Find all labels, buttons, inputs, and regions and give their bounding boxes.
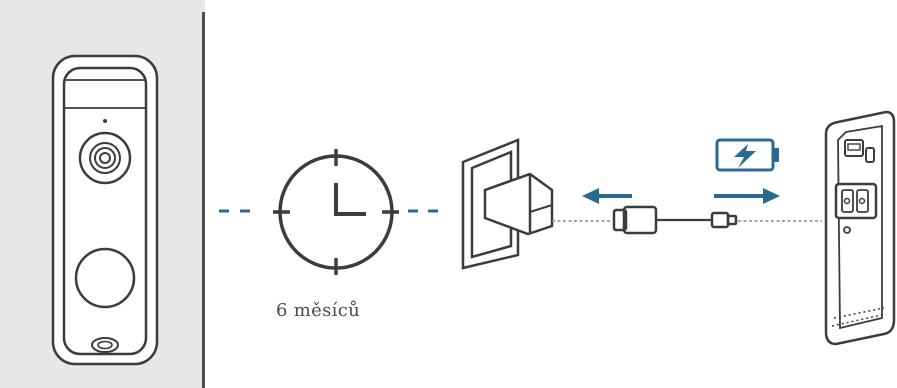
wall-socket-charger-icon (461, 138, 554, 270)
arrow-right-icon (714, 188, 780, 204)
usb-cable-icon (612, 205, 738, 235)
duration-caption: 6 měsíců (276, 300, 360, 321)
clock-icon (273, 149, 399, 275)
wall-edge-line (202, 12, 205, 388)
battery-charging-icon (715, 138, 779, 172)
doorbell-back-mount-icon (824, 110, 896, 346)
video-doorbell-icon (51, 54, 159, 366)
arrow-left-icon (582, 188, 632, 204)
